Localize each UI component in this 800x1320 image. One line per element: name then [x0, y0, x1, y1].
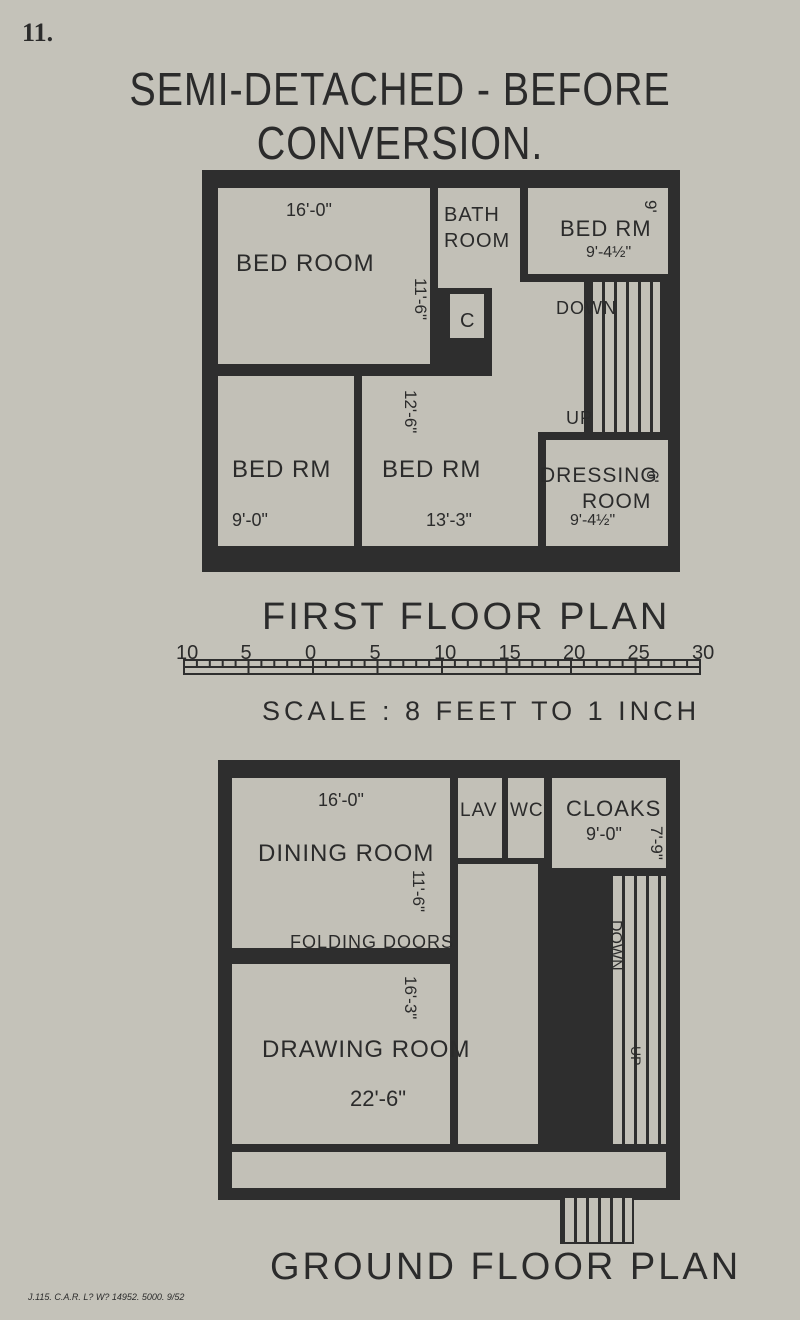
- label-ground-down: DOWN: [607, 920, 624, 971]
- room-dining-room: [232, 778, 450, 948]
- scale-tick-label: 10: [176, 642, 199, 664]
- room-dressing-room: [546, 440, 668, 546]
- dim-bed-room-width: 16'-0": [286, 200, 332, 220]
- page-number: 11.: [22, 18, 54, 47]
- label-cloaks: CLOAKS: [566, 796, 662, 821]
- dim-cloaks-depth: 7'-9": [647, 826, 666, 860]
- dim-cloaks-width: 9'-0": [586, 824, 622, 844]
- front-step: [560, 1196, 634, 1244]
- label-wc: WC: [510, 800, 544, 821]
- scale-tick-label: 30: [692, 642, 715, 664]
- room-bed-rm-3: [218, 376, 354, 546]
- label-room: ROOM: [444, 230, 511, 252]
- label-up: UP: [566, 408, 594, 428]
- scale-tick-label: 5: [369, 642, 381, 664]
- label-bath: BATH: [444, 204, 500, 226]
- ground-floor-passage: [232, 1152, 666, 1188]
- room-bed-room: [218, 188, 430, 364]
- scale-tick-label: 25: [627, 642, 650, 664]
- room-cupboard: [450, 294, 484, 338]
- dim-drawing-depth: 16'-3": [401, 976, 420, 1020]
- dim-bed-rm-4-width: 13'-3": [426, 510, 472, 530]
- dim-dressing-depth: 6': [643, 470, 662, 483]
- room-drawing-room: [232, 964, 450, 1144]
- dim-dining-width: 16'-0": [318, 790, 364, 810]
- ground-floor-hall: [458, 864, 538, 1144]
- dim-dining-depth: 11'-6": [409, 870, 428, 913]
- room-bath-room: [438, 188, 520, 288]
- dim-bed-rm-3-width: 9'-0": [232, 510, 268, 530]
- ground-floor-heading: GROUND FLOOR PLAN: [270, 1246, 742, 1288]
- page-title: SEMI-DETACHED - BEFORE CONVERSION.: [129, 63, 671, 169]
- room-lav: [458, 778, 502, 858]
- room-wc: [508, 778, 544, 858]
- ground-floor-plan: [218, 760, 680, 1200]
- label-folding-doors: FOLDING DOORS: [290, 932, 455, 952]
- scale-tick-label: 5: [240, 642, 252, 664]
- folding-doors-line: [232, 956, 450, 958]
- scale-tick-label: 20: [563, 642, 586, 664]
- label-bed-room: BED ROOM: [236, 250, 375, 277]
- label-bed-rm-3: BED RM: [232, 456, 332, 483]
- dim-bed-rm-4-depth: 12'-6": [401, 390, 420, 434]
- label-bed-rm-4: BED RM: [382, 456, 482, 483]
- scale-tick-label: 0: [305, 642, 317, 664]
- first-floor-plan: [202, 170, 680, 572]
- label-c: C: [460, 310, 476, 332]
- dim-drawing-width: 22'-6": [350, 1086, 407, 1111]
- label-down: DOWN: [556, 298, 617, 318]
- dim-bed-rm-2-width: 9'-4½": [586, 244, 632, 261]
- label-ground-up: UP: [628, 1046, 644, 1066]
- label-lav: LAV: [460, 800, 498, 821]
- label-dining-room: DINING ROOM: [258, 840, 435, 867]
- scale-text: SCALE : 8 FEET TO 1 INCH: [262, 696, 701, 726]
- label-bed-rm-2: BED RM: [560, 216, 652, 241]
- printer-imprint: J.115. C.A.R. L? W? 14952. 5000. 9/52: [28, 1292, 185, 1302]
- dim-bed-rm-2-depth: 9': [641, 200, 660, 213]
- scale-tick-label: 15: [498, 642, 521, 664]
- room-cloaks: [552, 778, 666, 868]
- label-dressing-room: ROOM: [582, 490, 652, 513]
- label-drawing-room: DRAWING ROOM: [262, 1036, 471, 1063]
- label-dressing: DRESSING: [540, 464, 658, 487]
- dim-dressing-width: 9'-4½": [570, 512, 616, 529]
- first-floor-stair: [590, 282, 660, 432]
- room-bed-rm-2: [528, 188, 668, 274]
- scale-bar: [183, 659, 701, 675]
- first-floor-landing: [492, 282, 584, 432]
- ground-floor-stair: [610, 876, 666, 1144]
- dim-bed-room-depth: 11'-6": [411, 278, 430, 321]
- scale-tick-label: 10: [434, 642, 457, 664]
- first-floor-heading: FIRST FLOOR PLAN: [262, 596, 671, 638]
